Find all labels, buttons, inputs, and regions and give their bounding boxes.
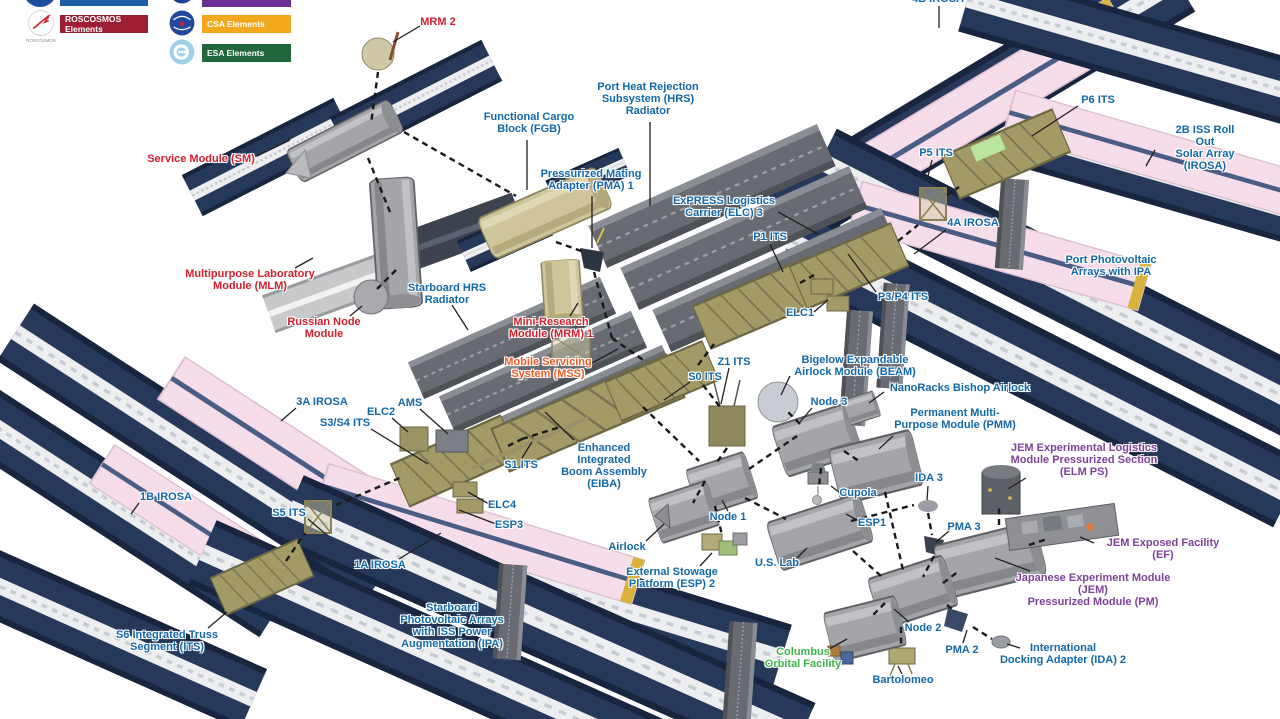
- label-eiba: Enhanced Integrated Boom Assembly (EIBA): [561, 442, 647, 491]
- label-elc-3: ExPRESS Logistics Carrier (ELC) 3: [672, 195, 776, 220]
- label-irosa-3a: 3A IROSA: [296, 396, 348, 408]
- nasa-logo: [22, 0, 58, 8]
- label-z1-its: Z1 ITS: [717, 356, 751, 368]
- label-jem-ef: JEM Exposed Facility (EF): [1106, 537, 1220, 562]
- label-irosa-4b: 4B IROSA: [912, 0, 964, 5]
- label-node-1: Node 1: [709, 511, 747, 523]
- nasa-elements-bar: [60, 0, 148, 6]
- modules: [284, 31, 1120, 665]
- label-p6-its: P6 ITS: [1081, 94, 1115, 106]
- roscosmos-elements-bar: ROSCOSMOS Elements: [60, 14, 148, 34]
- label-starboard-hrs-radiator: Starboard HRS Radiator: [407, 282, 487, 307]
- esa-elements-bar: ESA Elements: [202, 44, 291, 62]
- esa-logo: [168, 38, 196, 66]
- label-fgb: Functional Cargo Block (FGB): [483, 111, 575, 136]
- label-esp-1: ESP1: [857, 517, 887, 529]
- label-bartolomeo: Bartolomeo: [872, 674, 934, 686]
- label-beam: Bigelow Expandable Airlock Module (BEAM): [794, 354, 916, 379]
- label-cupola: Cupola: [839, 487, 877, 499]
- jaxa-elements-bar: [202, 0, 291, 7]
- label-port-pv-arrays: Port Photovoltaic Arrays with IPA: [1065, 254, 1157, 279]
- label-mlm: Multipurpose Laboratory Module (MLM): [185, 268, 315, 293]
- label-s0-its: S0 ITS: [688, 371, 722, 383]
- label-s3s4-its: S3/S4 ITS: [319, 417, 371, 429]
- label-ida-3: IDA 3: [915, 472, 943, 484]
- label-leader-lines: [130, 6, 1156, 675]
- label-jem-elm-ps: JEM Experimental Logistics Module Pressu…: [1010, 442, 1158, 479]
- label-irosa-4a: 4A IROSA: [947, 217, 999, 229]
- label-columbus: Columbus Orbital Facility: [764, 646, 842, 671]
- roscosmos-caption: ROSCOSMOS: [26, 38, 56, 43]
- label-starboard-pv-arrays: Starboard Photovoltaic Arrays with ISS P…: [400, 602, 504, 651]
- csa-elements-bar: CSA Elements: [202, 15, 291, 33]
- label-esp-3: ESP3: [494, 519, 524, 531]
- label-pma-2: PMA 2: [945, 644, 979, 656]
- label-elc-4: ELC4: [487, 499, 517, 511]
- label-airlock: Airlock: [608, 541, 646, 553]
- label-s5-its: S5 ITS: [272, 507, 306, 519]
- truss-segments: [209, 108, 1072, 677]
- label-pmm: Permanent Multi- Purpose Module (PMM): [894, 407, 1016, 432]
- label-irosa-1a: 1A IROSA: [354, 559, 406, 571]
- label-mrm-1: Mini-Research Module (MRM) 1: [508, 316, 594, 341]
- label-mss: Mobile Servicing System (MSS): [504, 356, 592, 381]
- label-service-module: Service Module (SM): [147, 153, 255, 165]
- label-s1-its: S1 ITS: [504, 459, 538, 471]
- label-irosa-2b: 2B ISS Roll Out Solar Array (IROSA): [1175, 124, 1235, 173]
- assembly-connector-lines: [285, 71, 1048, 645]
- csa-logo: [168, 9, 196, 37]
- label-node-2: Node 2: [904, 622, 942, 634]
- label-esp-2: External Stowage Platform (ESP) 2: [626, 566, 718, 591]
- label-mrm-2: MRM 2: [420, 16, 456, 28]
- label-p1-its: P1 ITS: [753, 231, 787, 243]
- label-elc-2: ELC2: [366, 406, 396, 418]
- label-pma-1: Pressurized Mating Adapter (PMA) 1: [540, 168, 642, 193]
- label-us-lab: U.S. Lab: [754, 557, 800, 569]
- label-s6-its: S6 Integrated Truss Segment (ITS): [115, 629, 219, 654]
- roscosmos-logo: [27, 9, 55, 37]
- label-p3p4-its: P3/P4 ITS: [877, 291, 929, 303]
- label-port-hrs-radiator: Port Heat Rejection Subsystem (HRS) Radi…: [597, 81, 699, 118]
- label-pma-3: PMA 3: [947, 521, 981, 533]
- label-russian-node-module: Russian Node Module: [287, 316, 361, 341]
- label-nanoracks-bishop-airlock: NanoRacks Bishop Airlock: [889, 382, 1031, 394]
- label-node-3: Node 3: [810, 396, 848, 408]
- label-ida-2: International Docking Adapter (IDA) 2: [999, 642, 1127, 667]
- jaxa-logo: [168, 0, 196, 5]
- label-irosa-1b: 1B IROSA: [140, 491, 192, 503]
- label-jem-pm: Japanese Experiment Module (JEM) Pressur…: [1015, 572, 1171, 609]
- label-ams: AMS: [397, 397, 423, 409]
- label-elc-1: ELC1: [785, 307, 815, 319]
- label-p5-its: P5 ITS: [919, 147, 953, 159]
